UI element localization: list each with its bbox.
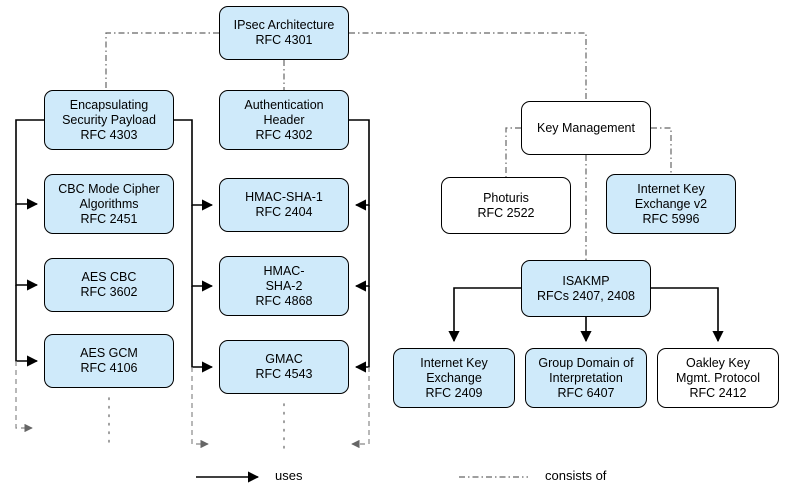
edge-esp-to-aes-cbc: [15, 204, 39, 291]
node-line: RFC 4301: [255, 33, 313, 47]
legend-label-consists-of: consists of: [545, 468, 607, 483]
node-isakmp[interactable]: ISAKMP RFCs 2407, 2408: [521, 260, 651, 317]
node-line: RFC 2522: [477, 205, 535, 220]
node-line: IPsec Architecture: [233, 18, 335, 32]
node-line: Mgmt. Protocol: [675, 370, 761, 385]
node-line: Exchange: [426, 370, 482, 385]
node-line: RFC 2412: [689, 385, 747, 400]
edge-esp-left-continuation: [15, 361, 33, 433]
node-line: HMAC-: [263, 263, 305, 278]
node-gmac[interactable]: GMAC RFC 4543: [219, 340, 349, 394]
node-line: CBC Mode Cipher: [58, 181, 160, 196]
continuation-edges: [15, 361, 370, 449]
node-line: RFC 4106: [80, 361, 138, 375]
node-line: RFC 2404: [255, 205, 313, 219]
node-line: Photuris: [483, 190, 529, 205]
node-line: Security Payload: [62, 112, 156, 127]
node-line: SHA-2: [265, 278, 303, 293]
edge-isakmp-to-oakley: [651, 287, 724, 343]
node-aes-cbc[interactable]: AES CBC RFC 3602: [44, 258, 174, 312]
node-line: RFCs 2407, 2408: [537, 288, 635, 303]
node-line: RFC 2409: [425, 385, 483, 400]
edge-esp-to-cbc-mode: [15, 119, 44, 210]
edge-ipsec-to-key-management: [349, 32, 587, 101]
edge-esp-to-hmac-sha-1: [174, 119, 214, 211]
node-line: Key Management: [537, 120, 635, 135]
node-line: Group Domain of: [538, 355, 634, 370]
node-oakley-key-mgmt-protocol[interactable]: Oakley Key Mgmt. Protocol RFC 2412: [657, 348, 779, 408]
edge-esp-to-hmac-sha-2: [191, 205, 214, 292]
node-line: RFC 4543: [255, 367, 313, 381]
node-line: Header: [263, 112, 305, 127]
edge-km-to-photuris: [505, 127, 521, 177]
node-line: RFC 2451: [80, 211, 138, 226]
edge-esp-to-aes-gcm: [15, 285, 39, 367]
node-line: ISAKMP: [562, 273, 610, 288]
node-internet-key-exchange[interactable]: Internet Key Exchange RFC 2409: [393, 348, 515, 408]
node-line: GMAC: [265, 352, 303, 366]
uses-edges: [15, 119, 724, 373]
node-hmac-sha-2[interactable]: HMAC- SHA-2 RFC 4868: [219, 256, 349, 316]
edge-ipsec-to-esp: [105, 32, 219, 90]
node-line: RFC 4302: [255, 127, 313, 142]
edge-ah-to-gmac: [354, 286, 370, 373]
legend-label-uses: uses: [275, 468, 303, 483]
edge-esp-to-gmac: [191, 286, 214, 373]
node-line: Oakley Key: [686, 355, 750, 370]
node-line: RFC 3602: [80, 285, 138, 299]
node-line: AES CBC: [81, 270, 137, 284]
edge-esp-right-continuation: [191, 367, 209, 449]
edge-ah-to-hmac-sha-2: [354, 205, 370, 292]
node-internet-key-exchange-v2[interactable]: Internet Key Exchange v2 RFC 5996: [606, 174, 736, 234]
node-hmac-sha-1[interactable]: HMAC-SHA-1 RFC 2404: [219, 178, 349, 232]
node-line: Internet Key: [420, 355, 488, 370]
node-ipsec-architecture[interactable]: IPsec Architecture RFC 4301: [219, 6, 349, 60]
node-line: Exchange v2: [634, 196, 708, 211]
node-line: Interpretation: [549, 370, 623, 385]
consists-of-edges: [105, 32, 672, 260]
node-line: Algorithms: [79, 196, 139, 211]
node-key-management[interactable]: Key Management: [521, 101, 651, 155]
node-group-domain-of-interpretation[interactable]: Group Domain of Interpretation RFC 6407: [525, 348, 647, 408]
node-encapsulating-security-payload[interactable]: Encapsulating Security Payload RFC 4303: [44, 90, 174, 150]
edge-isakmp-to-ike: [448, 287, 521, 343]
edge-ah-right-continuation: [351, 367, 370, 449]
node-line: RFC 5996: [642, 211, 700, 226]
edge-ah-to-hmac-sha-1: [349, 119, 370, 211]
edge-km-to-ikev2: [651, 127, 672, 174]
node-authentication-header[interactable]: Authentication Header RFC 4302: [219, 90, 349, 150]
node-cbc-mode-cipher-algorithms[interactable]: CBC Mode Cipher Algorithms RFC 2451: [44, 174, 174, 234]
node-photuris[interactable]: Photuris RFC 2522: [441, 177, 571, 234]
node-line: RFC 4868: [255, 293, 313, 308]
node-line: RFC 4303: [80, 127, 138, 142]
node-line: Internet Key: [637, 181, 705, 196]
legend-symbols: [196, 471, 528, 483]
node-line: RFC 6407: [557, 385, 615, 400]
node-line: Encapsulating: [69, 97, 149, 112]
ellipsis-edges: [108, 397, 285, 453]
node-line: HMAC-SHA-1: [245, 190, 323, 204]
node-line: AES GCM: [80, 346, 138, 360]
node-line: Authentication: [244, 97, 324, 112]
node-aes-gcm[interactable]: AES GCM RFC 4106: [44, 334, 174, 388]
